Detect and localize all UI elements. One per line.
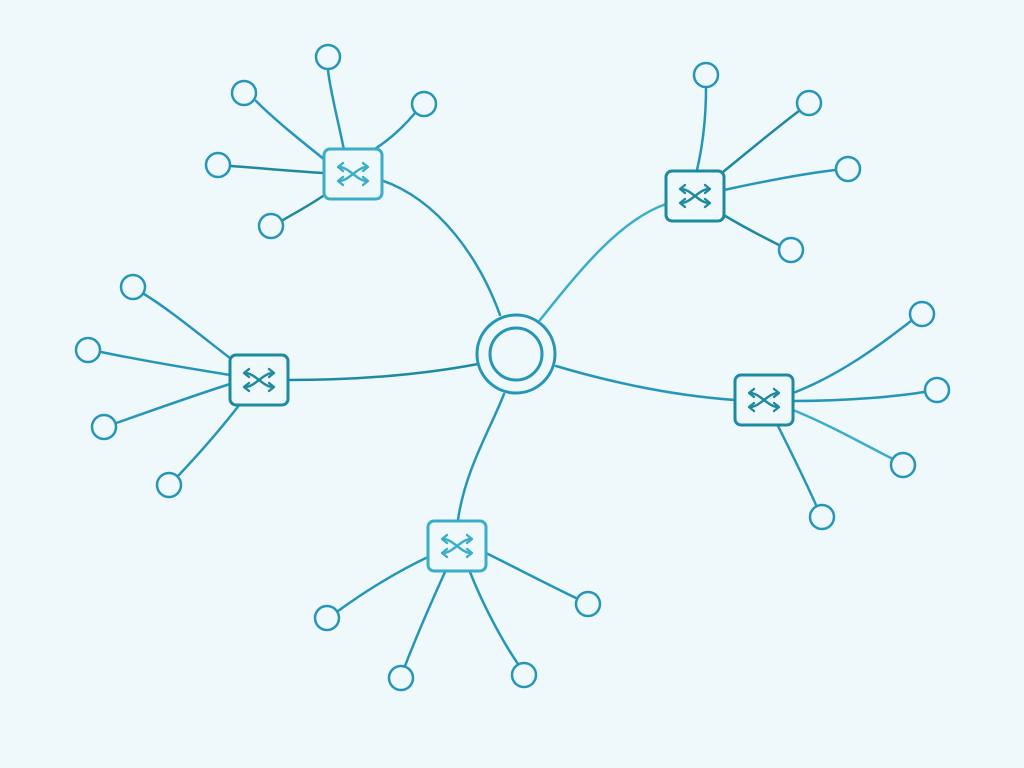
link-hub-switch-bottom <box>456 392 506 522</box>
switch-arrow <box>678 197 687 209</box>
switch-bottom-endpoint-3[interactable] <box>510 661 538 689</box>
link-switch-top-right-endpoint-1 <box>695 86 708 172</box>
link-switch-left-endpoint-1 <box>142 292 237 364</box>
link-switch-right-endpoint-4 <box>775 422 818 507</box>
switch-arrow <box>703 197 712 209</box>
link-switch-bottom-endpoint-3 <box>468 570 520 666</box>
hub-node[interactable] <box>475 313 557 395</box>
link-switch-left-endpoint-3 <box>114 382 232 425</box>
switch-top-left[interactable] <box>322 147 384 201</box>
switch-arrow <box>267 367 276 379</box>
switch-arrow <box>336 175 345 187</box>
switch-arrow <box>465 533 474 545</box>
link-switch-top-right-endpoint-3 <box>722 168 837 192</box>
switch-arrow <box>242 367 251 379</box>
link-switch-top-left-endpoint-1 <box>326 68 346 152</box>
switch-icon <box>242 367 276 393</box>
switch-arrow <box>772 387 781 399</box>
switch-arrow <box>772 401 781 413</box>
link-layer <box>99 68 926 668</box>
switch-left-endpoint-4[interactable] <box>155 471 183 499</box>
switch-top-right-endpoint-2[interactable] <box>795 89 823 117</box>
switch-left[interactable] <box>228 353 290 407</box>
switch-arrow <box>679 187 711 205</box>
link-hub-switch-top-right <box>538 202 668 322</box>
link-switch-left-endpoint-4 <box>176 402 242 478</box>
switch-top-left-endpoint-5[interactable] <box>257 212 285 240</box>
switch-icon <box>678 183 712 209</box>
switch-top-right-endpoint-1[interactable] <box>692 61 720 89</box>
link-switch-bottom-endpoint-4 <box>484 551 578 600</box>
link-switch-right-endpoint-1 <box>791 319 913 395</box>
switch-arrow <box>440 533 449 545</box>
switch-arrow <box>747 387 756 399</box>
switch-arrow <box>441 537 473 555</box>
link-switch-top-left-endpoint-4 <box>229 164 326 175</box>
switch-arrow <box>465 547 474 559</box>
switch-left-endpoint-2[interactable] <box>74 336 102 364</box>
switch-top-right-endpoint-3[interactable] <box>834 155 862 183</box>
switch-top-right-endpoint-4[interactable] <box>777 236 805 264</box>
switch-icon <box>440 533 474 559</box>
switch-top-right[interactable] <box>664 169 726 223</box>
link-hub-switch-top-left <box>379 178 502 317</box>
switch-arrow <box>440 547 449 559</box>
switch-arrow <box>678 183 687 195</box>
switch-bottom-endpoint-4[interactable] <box>574 590 602 618</box>
link-switch-top-right-endpoint-2 <box>716 109 801 178</box>
switch-right-endpoint-2[interactable] <box>923 376 951 404</box>
switch-right[interactable] <box>733 373 795 427</box>
switch-left-endpoint-3[interactable] <box>90 413 118 441</box>
switch-bottom-endpoint-2[interactable] <box>387 664 415 692</box>
switch-left-endpoint-1[interactable] <box>119 273 147 301</box>
link-switch-bottom-endpoint-1 <box>336 554 432 613</box>
link-switch-bottom-endpoint-2 <box>403 570 447 668</box>
switch-top-left-endpoint-4[interactable] <box>204 151 232 179</box>
switch-top-left-endpoint-1[interactable] <box>314 43 342 71</box>
switch-arrow <box>747 401 756 413</box>
switch-icon <box>747 387 781 413</box>
switch-bottom-endpoint-1[interactable] <box>313 604 341 632</box>
switch-arrow <box>242 381 251 393</box>
switch-arrow <box>243 371 275 389</box>
link-switch-left-endpoint-2 <box>99 350 232 377</box>
link-switch-right-endpoint-3 <box>791 408 893 460</box>
switch-arrow <box>703 183 712 195</box>
node-layer <box>74 43 951 692</box>
switch-arrow <box>336 161 345 173</box>
link-switch-top-left-endpoint-2 <box>254 99 327 162</box>
switch-top-left-endpoint-3[interactable] <box>410 90 438 118</box>
link-switch-top-right-endpoint-4 <box>720 212 781 247</box>
switch-right-endpoint-4[interactable] <box>808 503 836 531</box>
switch-arrow <box>361 161 370 173</box>
switch-arrow <box>267 381 276 393</box>
switch-arrow <box>361 175 370 187</box>
link-switch-top-left-endpoint-5 <box>281 192 328 222</box>
switch-arrow <box>337 165 369 183</box>
hub-inner-ring <box>488 326 544 382</box>
switch-bottom[interactable] <box>426 519 488 573</box>
switch-top-left-endpoint-2[interactable] <box>230 79 258 107</box>
switch-right-endpoint-3[interactable] <box>889 451 917 479</box>
link-hub-switch-left <box>286 362 480 382</box>
link-hub-switch-right <box>554 364 737 402</box>
switch-right-endpoint-1[interactable] <box>908 300 936 328</box>
switch-arrow <box>748 391 780 409</box>
switch-icon <box>336 161 370 187</box>
link-switch-right-endpoint-2 <box>791 390 926 403</box>
